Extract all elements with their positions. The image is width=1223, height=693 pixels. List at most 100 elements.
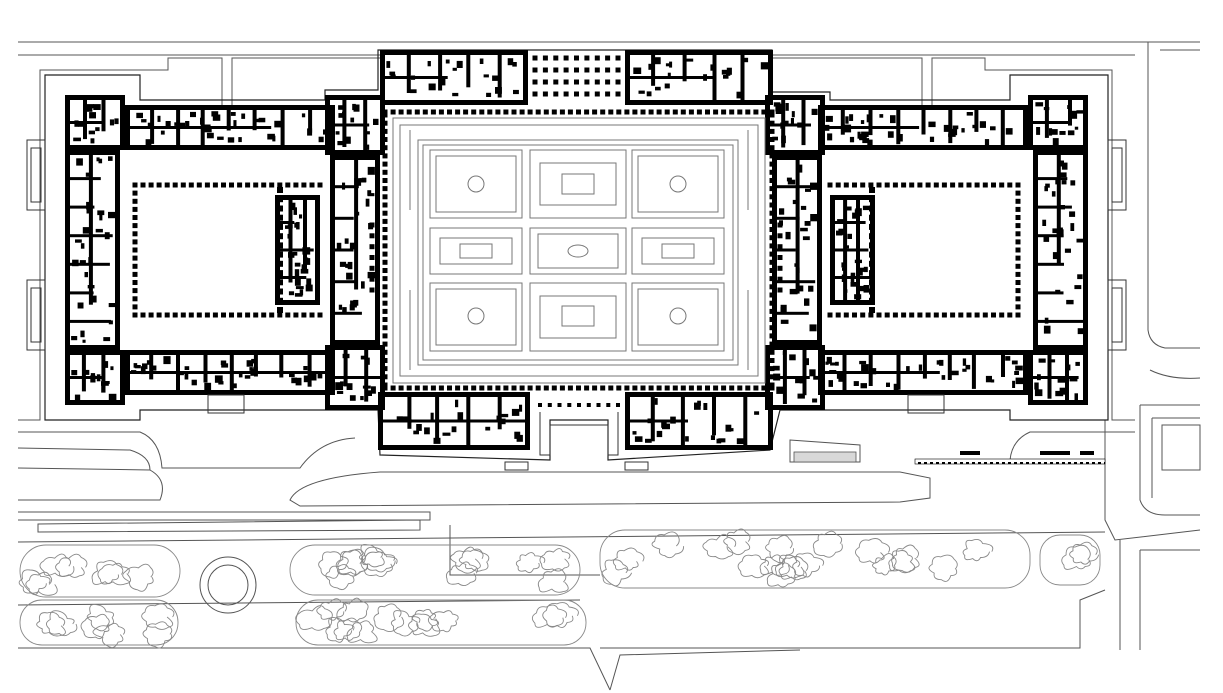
west-inner-block (293, 207, 297, 215)
west-arcade-north (237, 182, 243, 188)
west-inner-block (294, 262, 301, 267)
west-inner-block (275, 276, 307, 279)
east-south-range (861, 364, 869, 372)
tree-canopy (36, 611, 66, 637)
north-portico-columns (574, 79, 579, 85)
court-colonnade-west (382, 374, 388, 380)
court-colonnade-north (463, 109, 469, 115)
west-inner-block (306, 258, 311, 265)
west-arcade-west (132, 304, 138, 310)
court-colonnade-east (769, 186, 775, 192)
court-east-portico (777, 222, 783, 228)
tree-canopy (333, 617, 363, 641)
west-inner-block (294, 269, 300, 278)
east-outer-range (1074, 285, 1082, 290)
west-corner-tower-sw (101, 384, 106, 393)
tree-canopy (765, 534, 794, 564)
east-outer-range (1033, 319, 1085, 323)
west-inner-tower-s (346, 383, 353, 390)
north-block-east (768, 50, 773, 105)
east-south-range (818, 390, 1028, 395)
east-south-range (836, 373, 845, 379)
south-block-west (416, 424, 422, 431)
east-outer-range (1070, 180, 1076, 186)
south-block-west (430, 412, 434, 421)
north-block-east (653, 57, 661, 65)
east-arcade-south (958, 312, 964, 318)
north-portico-columns (584, 91, 590, 97)
east-outer-range (1053, 253, 1060, 258)
court-colonnade-west (382, 194, 388, 200)
east-outer-range (1061, 180, 1067, 185)
east-corner-tower-se (1028, 350, 1088, 355)
north-block-west (513, 89, 519, 95)
south-block-east (694, 402, 701, 410)
west-south-range (307, 350, 312, 387)
west-south-range (184, 366, 190, 370)
court-colonnade-south (390, 385, 396, 391)
tree-canopy (358, 544, 385, 568)
east-south-range (951, 370, 959, 376)
east-arcade-south (909, 312, 915, 318)
tree-canopy (325, 617, 355, 643)
east-inner-block (843, 195, 848, 302)
court-colonnade-east (769, 317, 775, 322)
south-block-west (451, 426, 457, 433)
east-arcade-south (884, 312, 890, 318)
court-east-portico (777, 287, 783, 293)
north-portico-columns (542, 79, 548, 85)
west-corner-tower-nw (101, 95, 106, 132)
tree-canopy (25, 571, 58, 596)
tree-canopy (141, 603, 175, 630)
west-arcade-north (180, 182, 186, 188)
east-corner-tower-ne (1067, 105, 1071, 109)
court-colonnade-east (769, 112, 775, 118)
court-colonnade-west (382, 284, 388, 290)
east-south-range (1023, 350, 1028, 395)
court-colonnade-south (455, 385, 461, 391)
court-colonnade-east (769, 251, 775, 257)
east-inner-block (863, 266, 868, 273)
east-corner-tower-se (1028, 376, 1079, 379)
east-arcade-north (860, 182, 866, 188)
east-inner-range (794, 263, 798, 267)
east-arcade-south (950, 312, 956, 318)
west-arcade-south (188, 312, 194, 318)
side-pavilions (26, 139, 1127, 471)
court-colonnade-east (769, 268, 775, 273)
court-colonnade-south (559, 385, 565, 391)
court-colonnade-north (640, 109, 646, 115)
west-arcade-south (196, 312, 202, 318)
east-arcade-south (933, 312, 939, 318)
south-block-west (514, 431, 521, 439)
west-south-range (133, 363, 138, 368)
court-colonnade-south (527, 385, 533, 391)
east-inner-range (787, 179, 796, 185)
west-north-range (274, 120, 282, 128)
west-corner-tower-sw (65, 376, 104, 379)
west-north-range (280, 105, 285, 147)
east-arcade-east (1015, 288, 1021, 294)
court-colonnade-north (584, 109, 590, 115)
court-colonnade-east (769, 308, 775, 314)
west-inner-range (339, 261, 347, 267)
west-inner-block (306, 278, 312, 286)
west-inner-block (294, 293, 303, 297)
court-colonnade-south (616, 385, 622, 391)
west-south-range (146, 360, 151, 365)
east-outer-range (1076, 238, 1085, 243)
west-outer-range (65, 345, 120, 350)
east-inner-block (842, 267, 847, 271)
south-block-east (685, 436, 689, 442)
north-portico-columns (542, 91, 548, 97)
east-north-range (818, 145, 1028, 150)
court-colonnade-north (648, 109, 654, 115)
west-inner-block (303, 195, 307, 270)
tree-groves (18, 528, 1101, 649)
west-south-range (191, 379, 197, 386)
court-colonnade-south (447, 385, 452, 391)
court-colonnade-south (713, 385, 719, 391)
east-arcade-east (1015, 280, 1021, 285)
court-colonnade-east (769, 358, 775, 363)
east-corner-tower-ne (1083, 95, 1088, 150)
